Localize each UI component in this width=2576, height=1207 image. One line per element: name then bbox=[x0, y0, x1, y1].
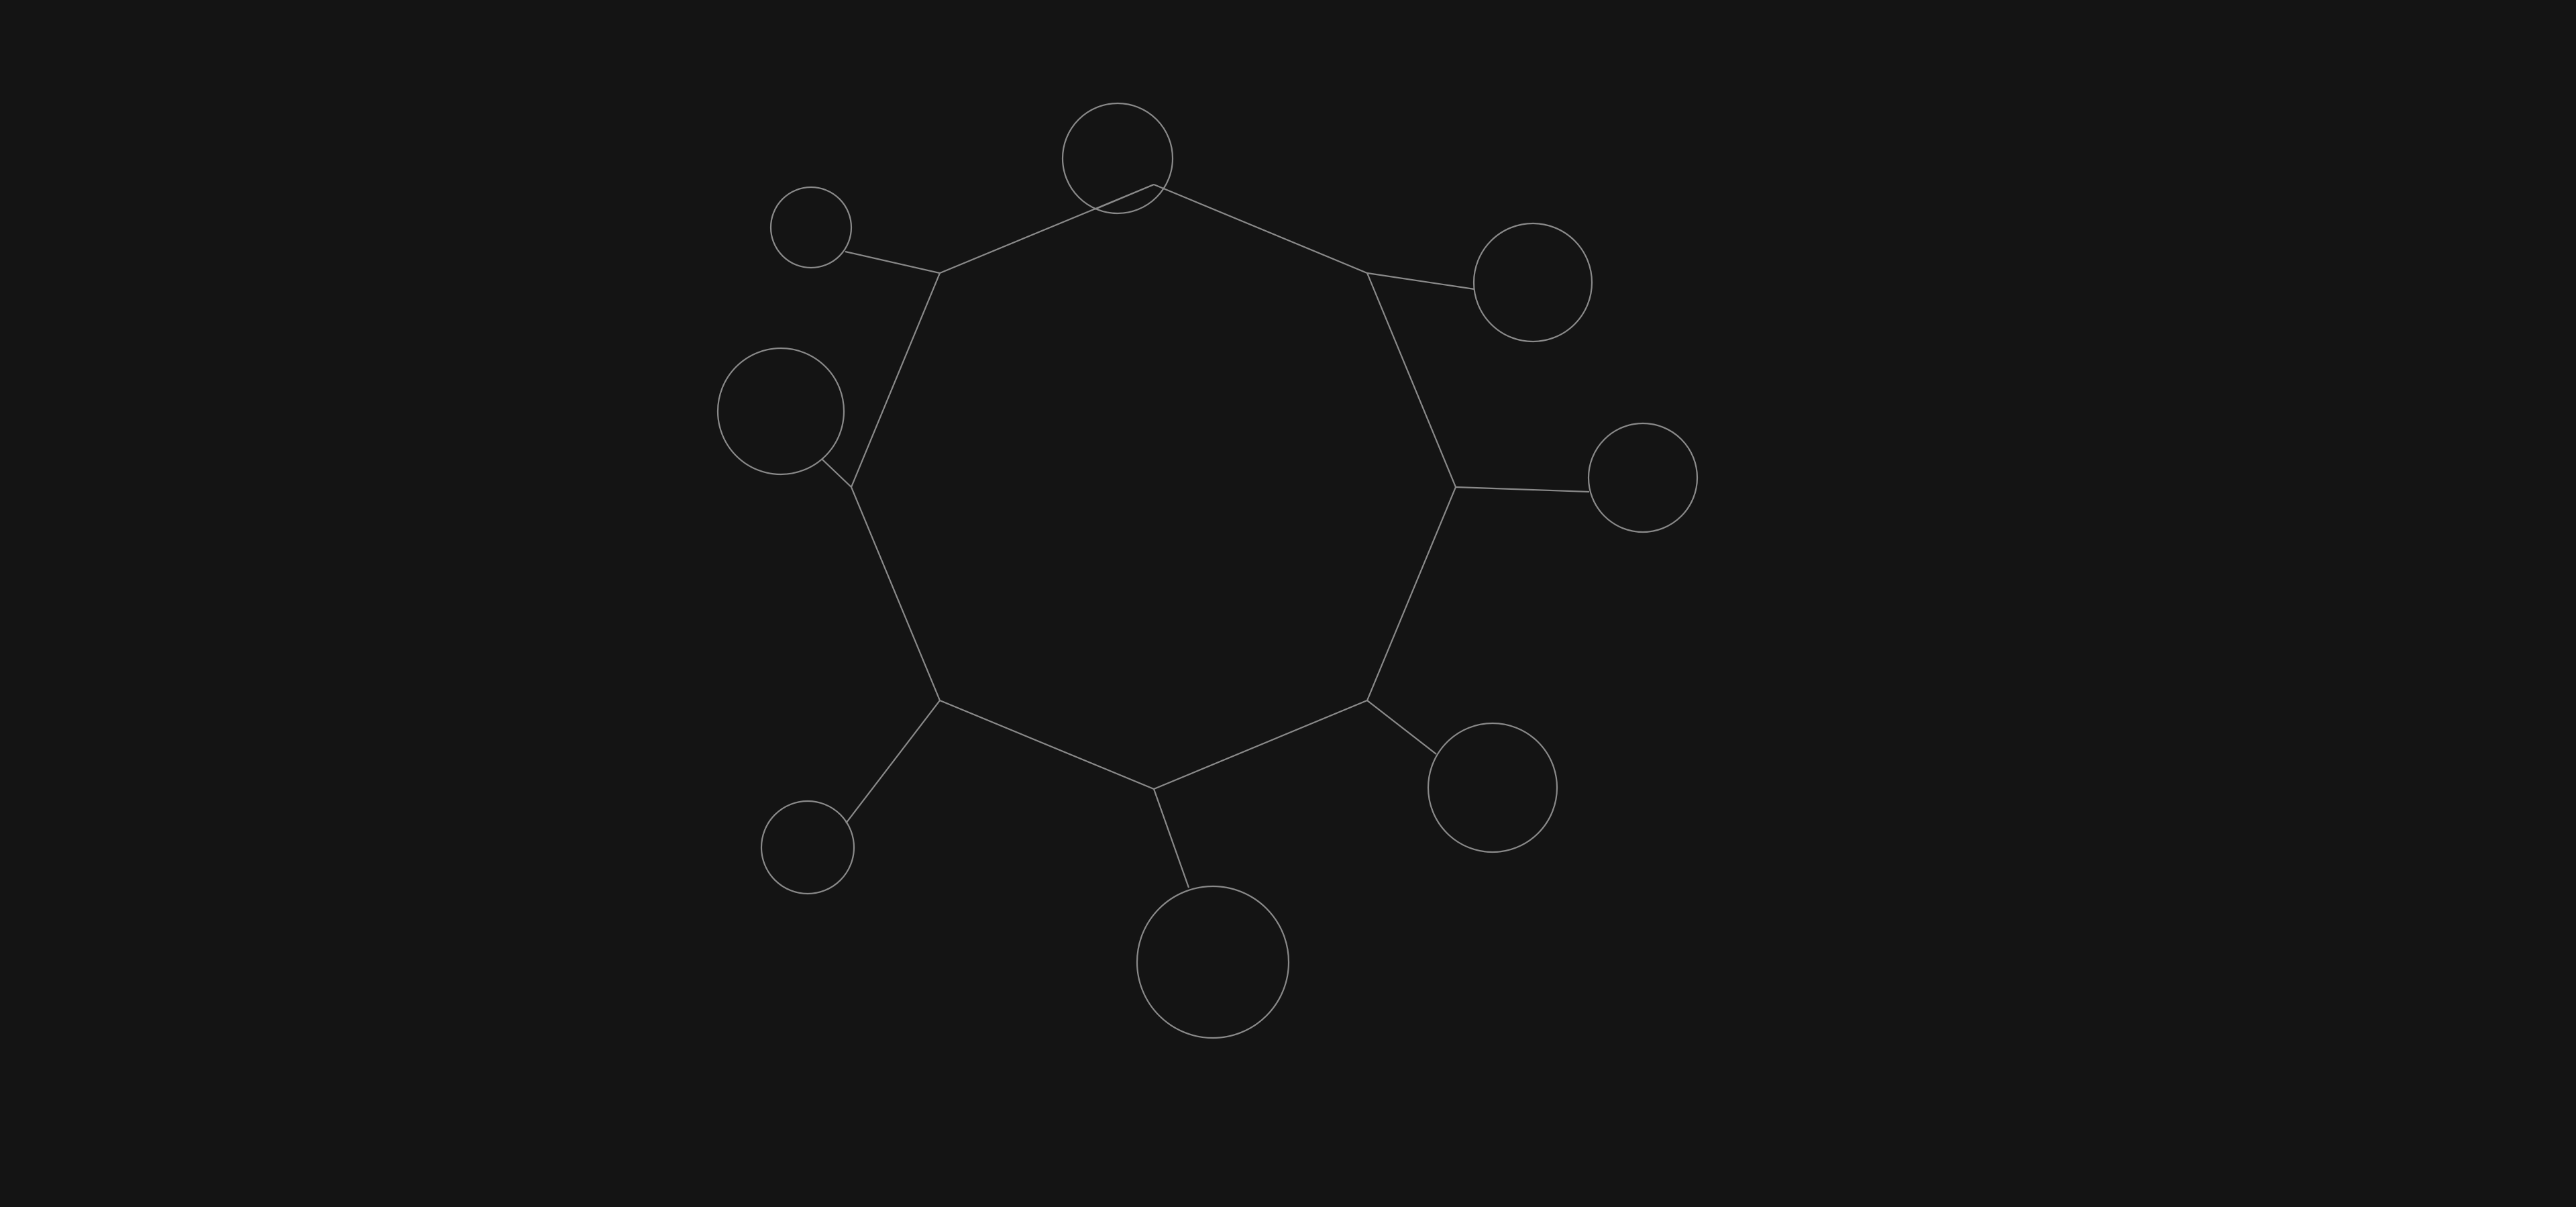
satellite-node-top-right bbox=[1472, 222, 1593, 343]
satellite-node-right bbox=[1587, 422, 1699, 533]
ring-edge bbox=[1153, 183, 1368, 274]
ring-edge bbox=[1153, 699, 1368, 790]
spoke-bottom bbox=[1152, 788, 1190, 888]
spoke-left bbox=[822, 459, 852, 488]
spoke-right bbox=[1455, 486, 1590, 493]
satellite-node-bottom-right bbox=[1427, 722, 1558, 853]
spoke-bottom-right bbox=[1366, 700, 1437, 755]
ring-edges bbox=[850, 183, 1457, 790]
spoke-top-left bbox=[845, 250, 941, 274]
ring-edge bbox=[850, 486, 941, 701]
spokes bbox=[822, 183, 1590, 888]
satellite-nodes bbox=[716, 102, 1699, 1039]
spoke-bottom-left bbox=[845, 700, 941, 824]
spoke-top-right bbox=[1366, 272, 1475, 291]
ring-edge bbox=[1366, 486, 1457, 701]
satellite-node-left bbox=[716, 347, 845, 476]
ring-edge bbox=[850, 272, 941, 488]
satellite-node-bottom bbox=[1136, 885, 1290, 1039]
satellite-node-bottom-left bbox=[760, 800, 855, 895]
spoke-top bbox=[1094, 183, 1155, 211]
ring-edge bbox=[1366, 272, 1457, 488]
satellite-node-top-left bbox=[769, 186, 853, 269]
satellite-node-top bbox=[1061, 102, 1174, 215]
ring-edge bbox=[939, 699, 1155, 790]
